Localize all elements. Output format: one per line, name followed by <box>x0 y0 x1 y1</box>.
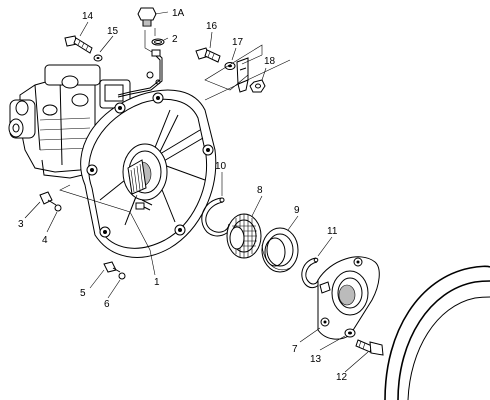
callout-8: 8 <box>257 185 263 196</box>
callout-9: 9 <box>294 205 300 216</box>
callout-7: 7 <box>292 344 298 355</box>
callout-5: 5 <box>80 288 86 299</box>
bolt-5 <box>103 261 121 273</box>
bracket-clip <box>236 57 249 93</box>
callout-14: 14 <box>82 11 94 22</box>
callout-2: 2 <box>172 34 178 45</box>
washer-17 <box>224 62 236 70</box>
leader-lines <box>24 11 369 373</box>
plug-1A <box>137 7 157 27</box>
washer-15 <box>93 54 103 62</box>
bolt-12 <box>355 339 384 356</box>
pipe-15 <box>117 49 163 98</box>
callout-13: 13 <box>310 354 322 365</box>
o-ring-2 <box>151 38 165 46</box>
hydraulic-pump-body <box>8 64 161 179</box>
bearing-8 <box>226 213 262 259</box>
callout-6: 6 <box>104 299 110 310</box>
bolt-14 <box>64 35 93 54</box>
callout-18: 18 <box>264 56 276 67</box>
washer-6 <box>118 272 126 280</box>
ring-9 <box>261 227 299 273</box>
washer-13 <box>344 328 356 338</box>
washer-4 <box>54 204 62 212</box>
callout-11: 11 <box>327 226 338 237</box>
snap-ring-11 <box>301 257 321 289</box>
callout-15: 15 <box>107 26 119 37</box>
nut-18 <box>249 79 266 93</box>
callout-4: 4 <box>42 235 48 246</box>
callout-labels: 1A 2 14 15 16 17 18 10 8 9 11 3 4 5 6 1 … <box>18 8 348 383</box>
flywheel-housing <box>80 89 217 258</box>
bearing-cover-7 <box>317 256 380 340</box>
bolt-3 <box>39 191 57 206</box>
callout-10: 10 <box>215 161 227 172</box>
flywheel <box>384 265 490 400</box>
callout-3: 3 <box>18 219 24 230</box>
callout-16: 16 <box>206 21 218 32</box>
callout-12: 12 <box>336 372 348 383</box>
bolt-16 <box>195 47 221 63</box>
callout-17: 17 <box>232 37 244 48</box>
callout-1: 1 <box>154 277 160 288</box>
callout-1A: 1A <box>172 8 185 19</box>
